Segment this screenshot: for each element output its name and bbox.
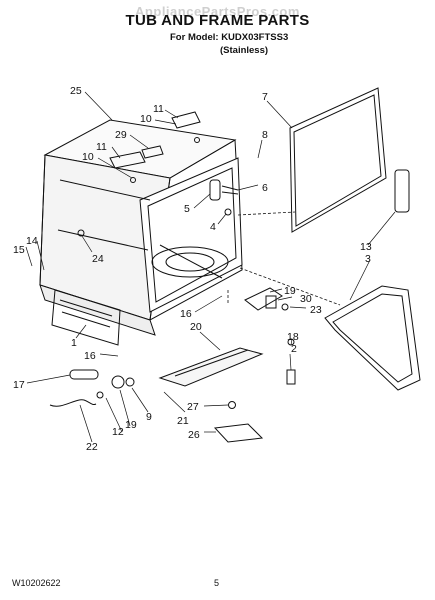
callout-26: 25 (70, 85, 82, 97)
parts-27-28 (213, 401, 264, 443)
callout-13: 13 (360, 241, 372, 253)
callout-2: 2 (291, 343, 297, 355)
callout-18: 17 (13, 379, 25, 391)
callout-15: 15 (13, 244, 25, 256)
callout-16b: 16 (180, 308, 192, 320)
callout-5: 5 (184, 203, 190, 215)
callout-19: 18 (287, 331, 299, 343)
watermark: AppliancePartsPros.com (135, 4, 300, 19)
callout-11b: 11 (96, 141, 107, 153)
callout-24: 23 (310, 304, 322, 316)
door-gasket (289, 87, 387, 233)
callout-10b: 10 (82, 151, 94, 163)
callout-1: 1 (71, 337, 77, 349)
callout-21: 20 (190, 321, 202, 333)
bracket-20-24-30 (244, 287, 289, 311)
callout-3: 3 (365, 253, 371, 265)
variant-label: (Stainless) (220, 45, 269, 56)
tub-body (39, 111, 243, 346)
part-18 (69, 369, 99, 380)
callout-17: 19 (125, 419, 137, 431)
model-line: For Model: KUDX03FTSS3 (170, 32, 289, 43)
plate-21 (158, 347, 264, 387)
callout-25: 24 (92, 253, 104, 265)
frame-seal (324, 285, 421, 391)
callout-7: 7 (262, 91, 268, 103)
hinge-assembly (209, 179, 239, 216)
callout-10a: 10 (140, 113, 152, 125)
callout-14: 14 (26, 235, 38, 247)
callout-16a: 16 (84, 350, 96, 362)
callout-12: 12 (112, 426, 124, 438)
callout-6: 6 (262, 182, 268, 194)
callout-28: 27 (187, 401, 199, 413)
part-13-bracket (394, 169, 410, 213)
page-number: 5 (214, 578, 220, 588)
diagram-title: TUB AND FRAME PARTS (125, 12, 310, 29)
callout-23: 22 (86, 441, 98, 453)
callout-20: 19 (284, 285, 296, 297)
callout-labels: 25 11 10 29 11 10 7 8 6 5 4 24 14 15 1 1… (13, 85, 372, 453)
callout-9: 9 (146, 411, 152, 423)
callout-27: 26 (188, 429, 200, 441)
callout-30: 30 (300, 293, 312, 305)
callout-29: 29 (115, 129, 127, 141)
callout-8: 8 (262, 129, 268, 141)
document-number: W10202622 (12, 578, 61, 588)
callout-11a: 11 (153, 103, 164, 115)
callout-22: 21 (177, 415, 189, 427)
callout-4: 4 (210, 221, 216, 233)
wire-23 (49, 399, 97, 407)
parts-12-17 (96, 375, 135, 399)
